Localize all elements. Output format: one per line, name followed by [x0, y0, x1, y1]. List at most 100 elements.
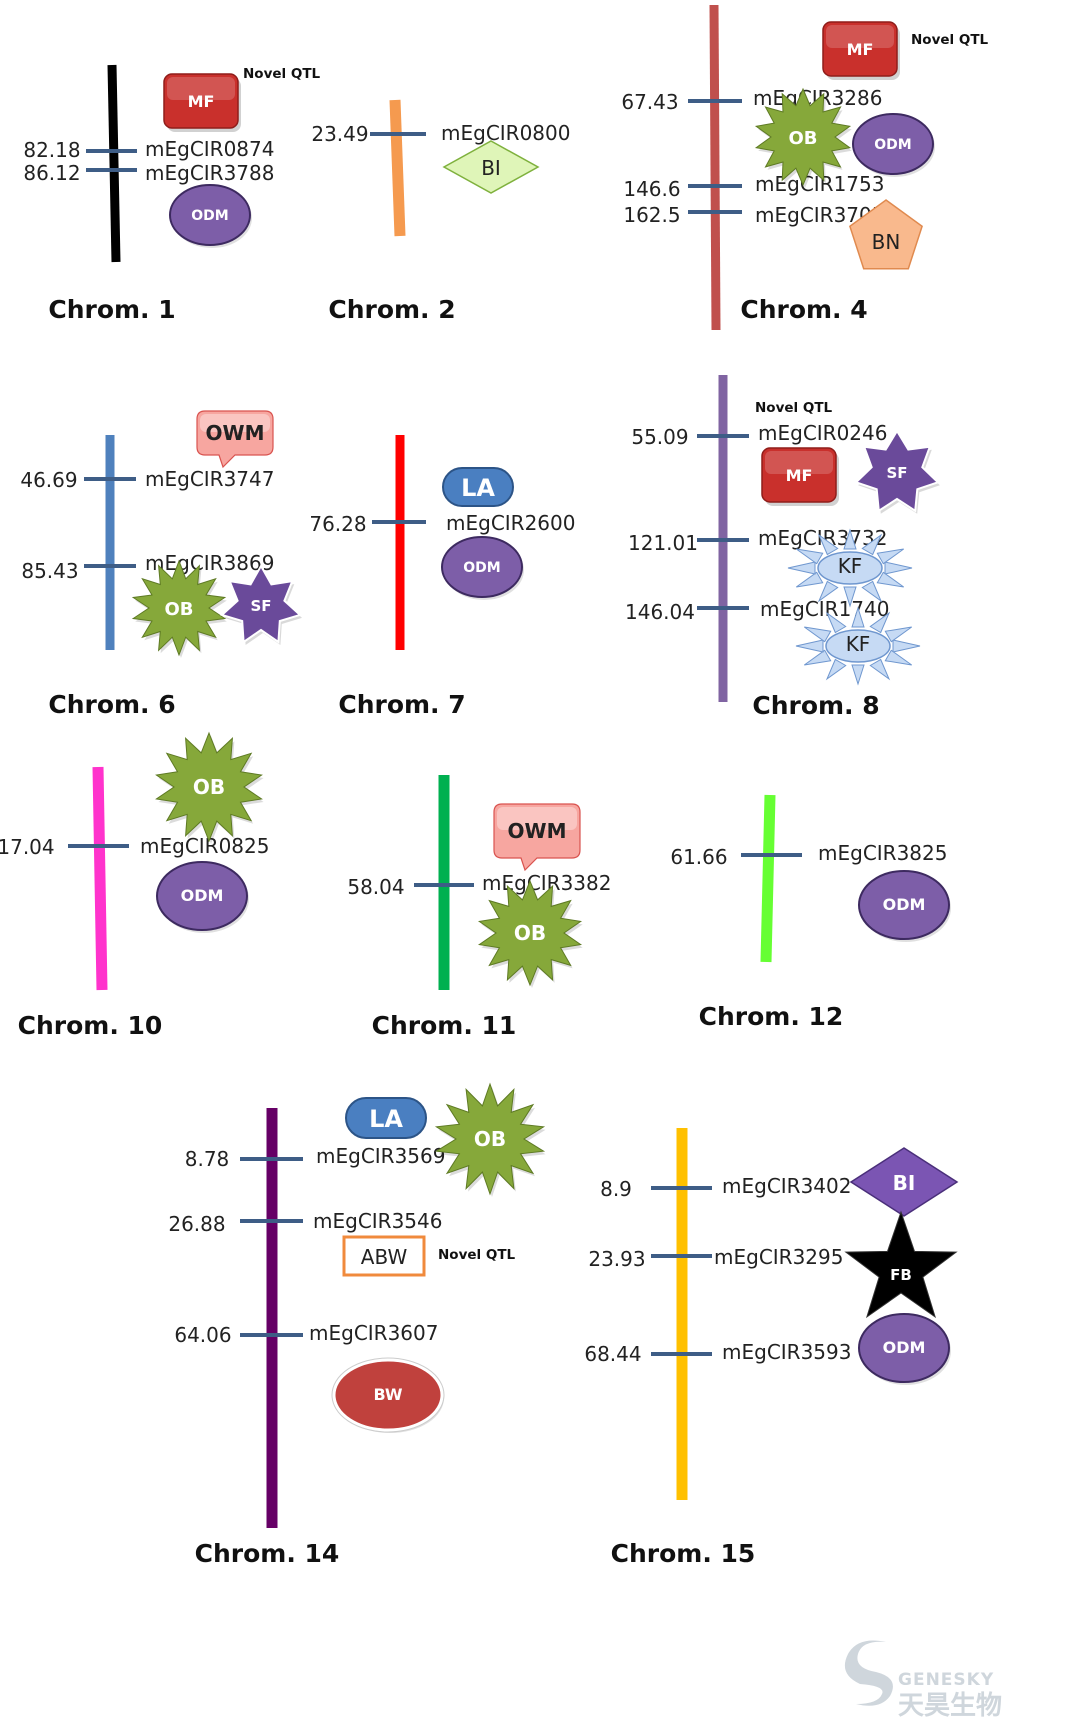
marker-name: mEgCIR0246 [758, 421, 887, 445]
marker-position: 68.44 [584, 1342, 641, 1366]
qtl-code: ODM [883, 1338, 926, 1357]
qtl-kf-sun: KF [795, 606, 921, 686]
qtl-code: SF [250, 597, 271, 615]
qtl-odm-ellipse: ODM [852, 113, 935, 177]
sun-rays [787, 528, 913, 608]
marker-name: mEgCIR3607 [309, 1321, 438, 1345]
qtl-bw-ellipse: BW [331, 1357, 445, 1433]
chromosome-8: 55.09mEgCIR0246121.01mEgCIR3732146.04mEg… [625, 375, 940, 720]
marker-position: 17.04 [0, 835, 55, 859]
chromosome-label: Chrom. 6 [48, 690, 175, 719]
qtl-code: OB [514, 921, 546, 945]
chromosome-label: Chrom. 7 [338, 690, 465, 719]
chromosome-bar [760, 794, 776, 963]
qtl-ob-burst: OB [434, 1082, 546, 1197]
novel-qtl-label: Novel QTL [243, 66, 321, 82]
marker-position: 162.5 [623, 203, 680, 227]
qtl-code: BN [872, 230, 901, 254]
chromosome-label: Chrom. 14 [195, 1539, 340, 1568]
qtl-code: ODM [883, 895, 926, 914]
qtl-ob-burst: OB [754, 87, 852, 188]
qtl-code: KF [838, 554, 863, 578]
novel-qtl-label: Novel QTL [911, 32, 989, 48]
qtl-odm-ellipse: ODM [156, 861, 249, 933]
marker-position: 86.12 [23, 161, 80, 185]
chromosome-label: Chrom. 11 [372, 1011, 517, 1040]
qtl-bi-diamond: BI [849, 1147, 959, 1217]
qtl-code: BI [481, 156, 501, 180]
qtl-sf-star7: SF [854, 429, 940, 514]
qtl-code: ABW [361, 1245, 408, 1269]
qtl-code: FB [890, 1266, 912, 1284]
marker-position: 8.9 [600, 1177, 632, 1201]
marker-name: mEgCIR1740 [760, 597, 889, 621]
qtl-code: ODM [191, 208, 228, 224]
qtl-code: ODM [874, 137, 911, 153]
qtl-ob-burst: OB [155, 731, 264, 844]
qtl-owm-callout: OWM [196, 410, 274, 469]
marker-position: 85.43 [21, 559, 78, 583]
qtl-ob-burst: OB [131, 559, 227, 658]
qtl-code: MF [847, 40, 874, 59]
marker-position: 146.04 [625, 600, 695, 624]
qtl-code: MF [188, 92, 215, 111]
qtl-code: OWM [206, 421, 265, 445]
novel-qtl-label: Novel QTL [438, 1247, 516, 1263]
marker-name: mEgCIR3569 [316, 1144, 445, 1168]
marker-position: 58.04 [347, 875, 404, 899]
qtl-la-rounded: LA [442, 467, 514, 507]
qtl-mf-box: MF [761, 447, 839, 506]
qtl-ob-burst: OB [477, 879, 583, 988]
chromosome-15: 8.9 mEgCIR3402 23.93 mEgCIR3295 68.44 mEgCIR3… [584, 1128, 959, 1568]
qtl-kf-sun: KF [787, 528, 913, 608]
marker-position: 61.66 [670, 845, 727, 869]
qtl-code: LA [369, 1105, 403, 1133]
marker-position: 82.18 [23, 138, 80, 162]
qtl-code: LA [461, 474, 495, 502]
qtl-odm-ellipse: ODM [858, 1313, 951, 1385]
qtl-la-rounded: LA [345, 1097, 427, 1139]
chromosome-label: Chrom. 2 [328, 295, 455, 324]
chromosome-bar [389, 99, 406, 237]
qtl-code: OB [788, 128, 817, 149]
watermark-chinese: 天昊生物 [898, 1691, 1002, 1721]
marker-name: mEgCIR3402 [722, 1174, 851, 1198]
marker-name: mEgCIR3546 [313, 1209, 442, 1233]
marker-name: mEgCIR3593 [722, 1340, 851, 1364]
qtl-code: ODM [181, 886, 224, 905]
qtl-owm-callout: OWM [493, 803, 581, 872]
qtl-fb-star5: FB [844, 1210, 958, 1319]
marker-position: 76.28 [309, 512, 366, 536]
qtl-mf-box: MF [822, 21, 900, 80]
marker-position: 55.09 [631, 425, 688, 449]
marker-name: mEgCIR0800 [441, 121, 570, 145]
marker-name: mEgCIR3295 [714, 1245, 843, 1269]
marker-position: 146.6 [623, 177, 680, 201]
marker-name: mEgCIR0825 [140, 834, 269, 858]
qtl-bn-pentagon: BN [849, 199, 923, 270]
marker-position: 23.49 [311, 122, 368, 146]
qtl-code: OB [164, 599, 193, 620]
chromosome-label: Chrom. 15 [611, 1539, 756, 1568]
marker-position: 64.06 [174, 1323, 231, 1347]
qtl-mf-box: MF [163, 73, 241, 132]
qtl-sf-star7: SF [220, 563, 302, 645]
marker-position: 46.69 [20, 468, 77, 492]
chromosome-bar [709, 4, 721, 331]
marker-position: 8.78 [185, 1147, 230, 1171]
chromosome-bar [92, 766, 108, 991]
marker-position: 23.93 [588, 1247, 645, 1271]
qtl-code: ODM [463, 560, 500, 576]
marker-name: mEgCIR3825 [818, 841, 947, 865]
qtl-code: OB [474, 1127, 506, 1151]
marker-position: 121.01 [628, 531, 698, 555]
qtl-code: BI [893, 1171, 916, 1195]
qtl-code: OWM [508, 819, 567, 843]
